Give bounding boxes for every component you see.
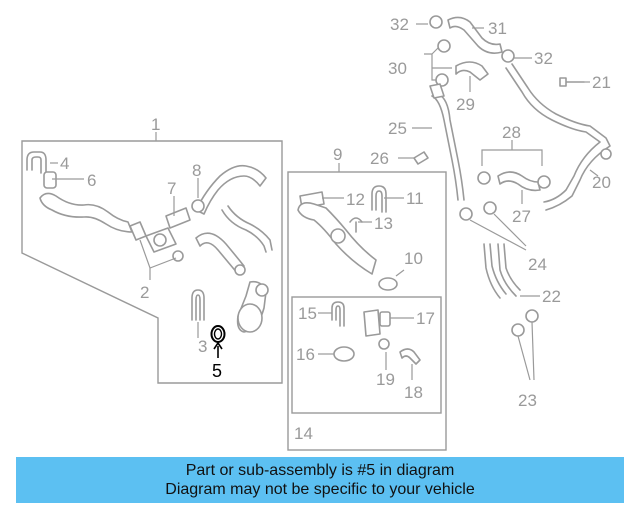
group-9-frame bbox=[287, 171, 447, 451]
parts-diagram: 1 2 3 4 5 6 7 8 9 10 11 12 13 14 15 16 1… bbox=[21, 15, 612, 451]
callout-30: 30 bbox=[388, 59, 407, 78]
callout-31: 31 bbox=[488, 19, 507, 38]
callout-29: 29 bbox=[456, 95, 475, 114]
callout-18: 18 bbox=[404, 383, 423, 402]
callout-21: 21 bbox=[592, 73, 611, 92]
banner-line-part: Part or sub-assembly is #5 in diagram bbox=[185, 462, 455, 479]
callout-9: 9 bbox=[333, 145, 342, 164]
hose-assembly-right bbox=[398, 15, 612, 381]
callout-12: 12 bbox=[346, 190, 365, 209]
callout-10: 10 bbox=[404, 249, 423, 268]
callout-20: 20 bbox=[592, 173, 611, 192]
callout-5: 5 bbox=[212, 361, 222, 381]
callout-2: 2 bbox=[140, 283, 149, 302]
group-14-frame bbox=[291, 296, 442, 414]
callout-28: 28 bbox=[502, 123, 521, 142]
callout-22: 22 bbox=[542, 287, 561, 306]
callout-32-right: 32 bbox=[534, 49, 553, 68]
callout-11: 11 bbox=[406, 189, 424, 208]
hose-assembly-1 bbox=[26, 151, 273, 333]
group-1-frame bbox=[21, 140, 283, 384]
callout-14: 14 bbox=[294, 424, 313, 443]
callout-32-top: 32 bbox=[390, 15, 409, 34]
callout-8: 8 bbox=[192, 161, 201, 180]
part-5-o-ring bbox=[210, 325, 226, 358]
callout-23: 23 bbox=[518, 391, 537, 410]
callout-4: 4 bbox=[60, 154, 69, 173]
hose-assembly-9 bbox=[297, 185, 421, 365]
info-banner: Part or sub-assembly is #5 in diagram Di… bbox=[16, 457, 624, 503]
callout-25: 25 bbox=[388, 119, 407, 138]
callout-26: 26 bbox=[370, 149, 389, 168]
callout-15: 15 bbox=[298, 304, 317, 323]
callout-7: 7 bbox=[167, 179, 176, 198]
callout-24: 24 bbox=[528, 255, 547, 274]
callout-19: 19 bbox=[376, 370, 395, 389]
callout-27: 27 bbox=[512, 207, 531, 226]
callout-3: 3 bbox=[198, 337, 207, 356]
callout-13: 13 bbox=[374, 214, 393, 233]
callout-17: 17 bbox=[416, 309, 435, 328]
banner-line-disclaimer: Diagram may not be specific to your vehi… bbox=[165, 481, 475, 498]
callout-6: 6 bbox=[87, 171, 96, 190]
callout-1: 1 bbox=[151, 115, 160, 134]
callout-16: 16 bbox=[296, 345, 315, 364]
